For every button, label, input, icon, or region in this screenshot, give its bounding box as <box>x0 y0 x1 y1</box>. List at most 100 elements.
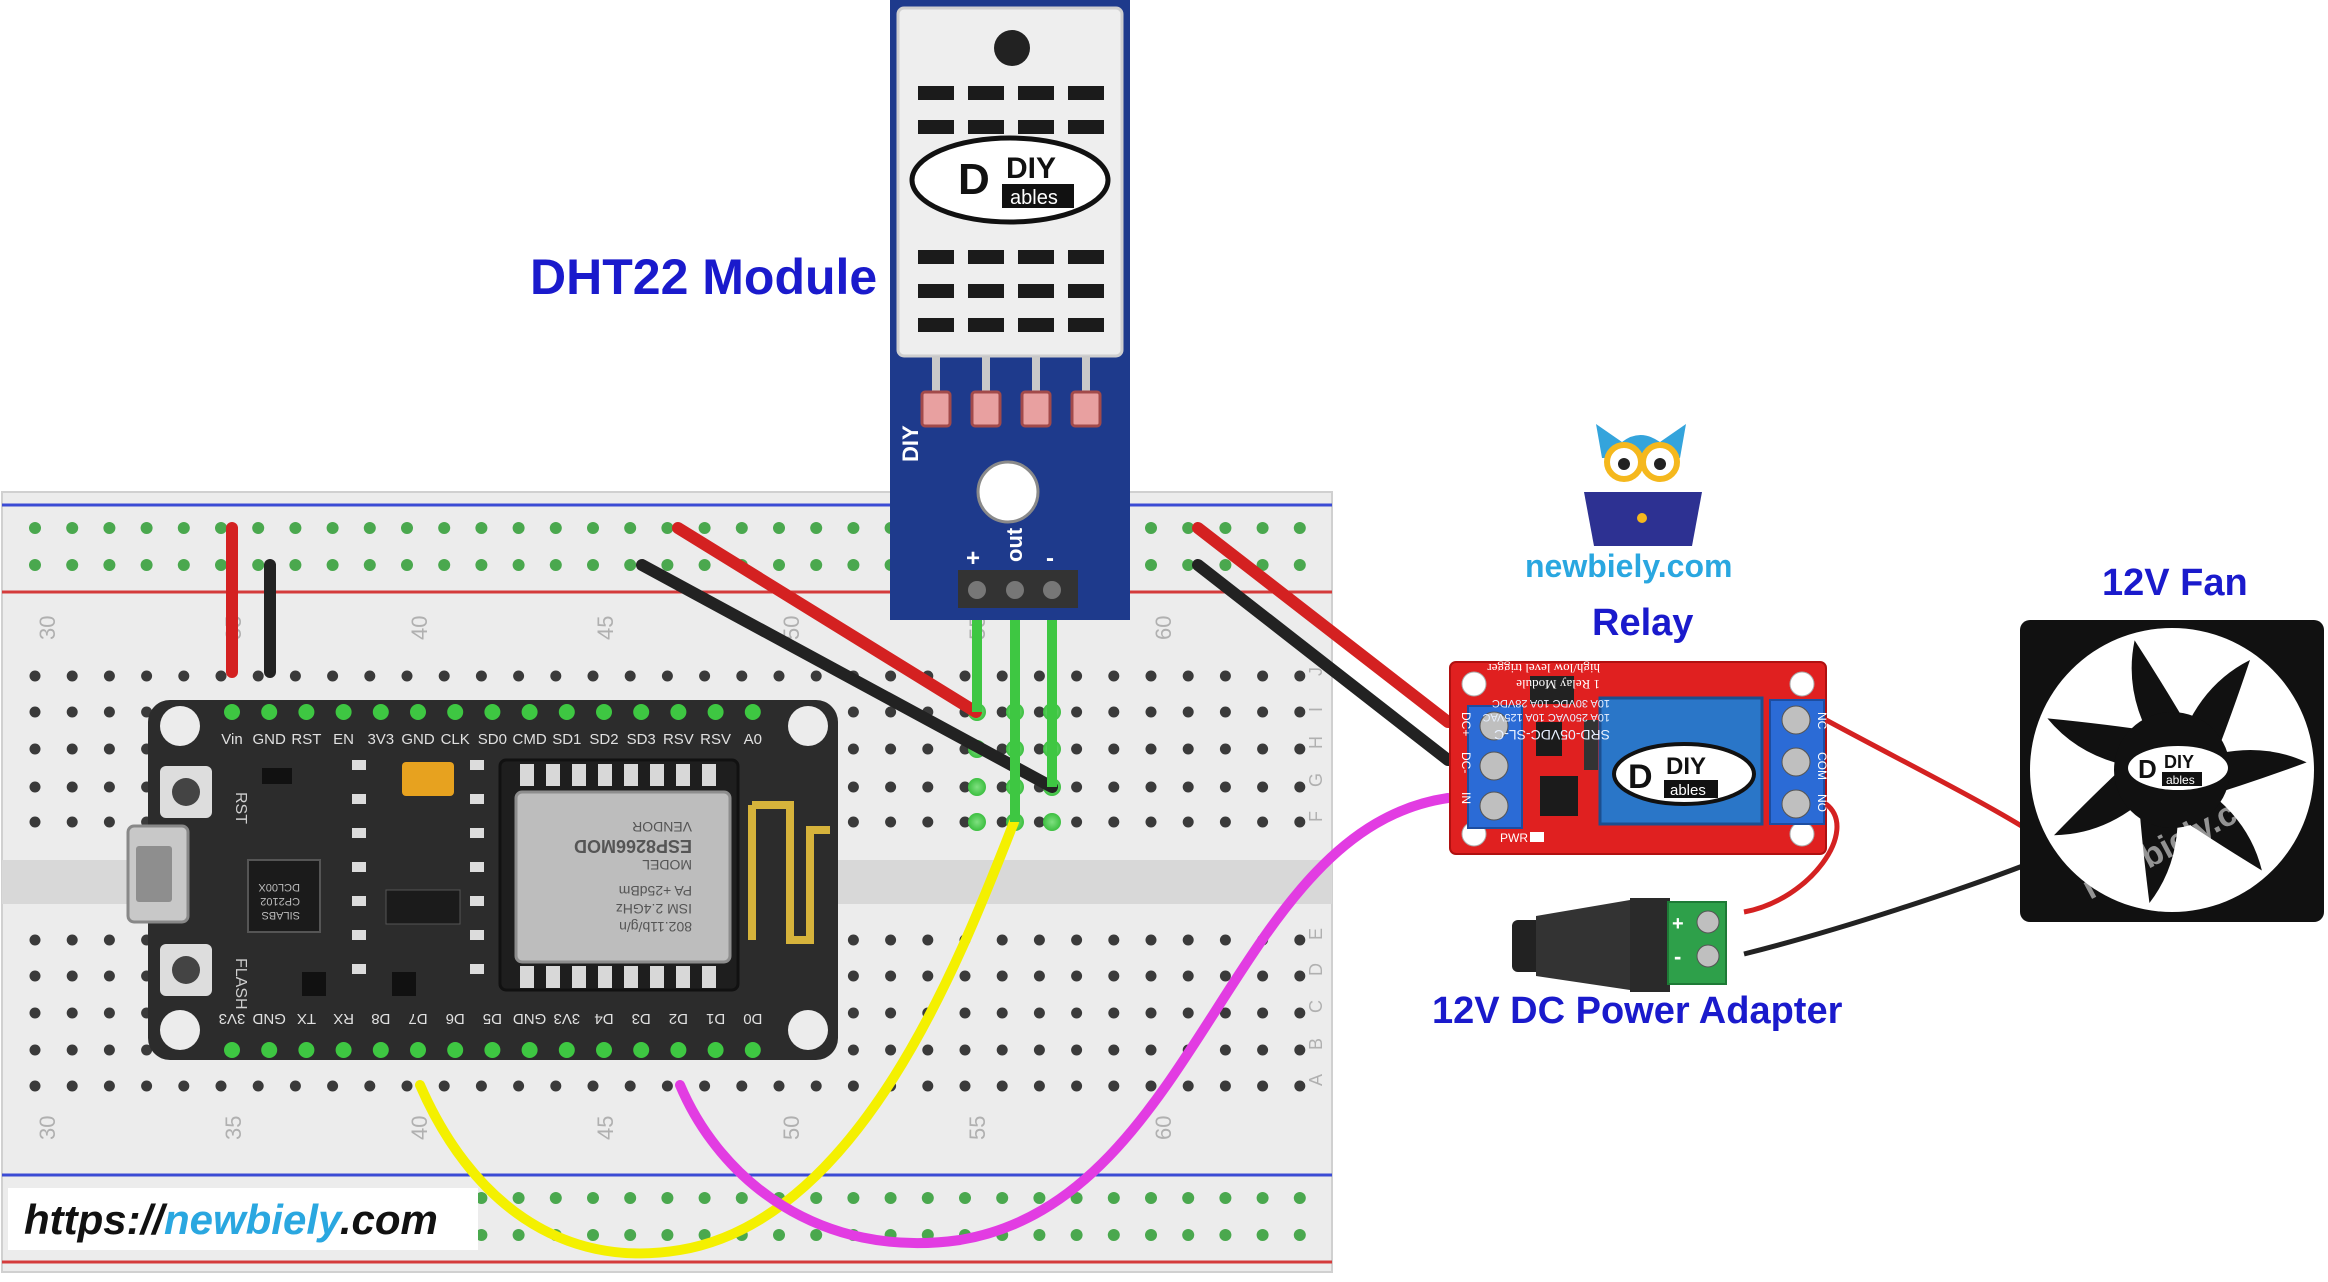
url-suffix: .com <box>339 1196 438 1243</box>
esp-top-pin-label: Vin <box>221 731 242 748</box>
vent-slot <box>1018 250 1054 264</box>
breadboard-hole <box>66 934 78 946</box>
wire-black-adapter-to-fan <box>1743 861 2029 957</box>
rail-hole <box>773 522 785 534</box>
esp-pin <box>670 1042 687 1058</box>
dc-power-adapter: + - <box>1512 898 1727 992</box>
breadboard-hole <box>1294 816 1306 828</box>
breadboard-hole <box>178 670 190 682</box>
esp-pin <box>224 1042 240 1058</box>
breadboard-hole <box>1108 934 1120 946</box>
breadboard-hole <box>1294 670 1306 682</box>
breadboard-hole <box>178 1080 190 1092</box>
vent-slot <box>918 120 954 134</box>
wire-black-relay-gnd <box>1192 559 1454 766</box>
usb-chip-text: DCL00X <box>258 881 300 893</box>
esp-pin <box>744 1042 761 1058</box>
breadboard-hole <box>1182 1007 1194 1019</box>
esp-pin <box>372 1042 389 1058</box>
esp-pin <box>372 704 389 720</box>
rail-hole <box>773 1229 785 1241</box>
sensor-pad <box>1070 390 1102 428</box>
breadboard-hole <box>1294 743 1306 755</box>
terminal-screw <box>1479 751 1509 781</box>
esp-pin <box>447 1042 464 1058</box>
breadboard-hole <box>885 816 897 828</box>
breadboard-hole <box>66 743 78 755</box>
sensor-pin <box>1082 356 1090 392</box>
esp-pin <box>261 704 278 720</box>
dht22-pin-label-minus: - <box>1046 545 1054 572</box>
wire-red-relay-power <box>1192 522 1454 728</box>
rail-hole <box>1033 1192 1046 1204</box>
relay-board-subtitle: high/low level trigger <box>1487 661 1600 676</box>
relay-right-label: NC <box>1815 712 1829 730</box>
rail-hole <box>401 522 413 534</box>
esp-bottom-pin-label: GND <box>252 1010 286 1027</box>
rail-hole <box>587 1229 599 1241</box>
rail-hole <box>1219 1229 1232 1241</box>
rail-hole <box>587 559 599 571</box>
smd-resistor <box>352 760 366 770</box>
breadboard-hole <box>1145 1007 1157 1019</box>
owl-pupil <box>1618 458 1630 470</box>
url-link[interactable]: https://newbiely.com <box>24 1196 438 1244</box>
terminal-screw <box>1479 711 1509 741</box>
esp-pin <box>335 704 352 720</box>
breadboard-hole <box>1294 934 1306 946</box>
column-number: 40 <box>407 616 432 640</box>
column-number: 35 <box>221 1116 246 1140</box>
dht22-board-hole <box>976 460 1040 524</box>
rail-hole <box>698 522 711 534</box>
breadboard-hole <box>29 781 41 793</box>
breadboard-hole <box>327 1080 339 1092</box>
breadboard-hole <box>587 670 599 682</box>
rail-hole <box>438 559 451 571</box>
column-number: 55 <box>965 1116 990 1140</box>
relay-mount-hole <box>1461 671 1487 697</box>
row-letter: F <box>1306 811 1326 822</box>
breadboard-hole <box>1219 706 1231 718</box>
esp-bottom-pin-label: D5 <box>483 1010 502 1027</box>
breadboard-hole <box>810 1080 822 1092</box>
esp-top-pin-label: CLK <box>441 731 470 748</box>
dht22-vents <box>918 86 1104 332</box>
breadboard-hole <box>587 1080 599 1092</box>
breadboard-hole <box>289 1080 301 1092</box>
smd-resistor <box>470 964 484 974</box>
castellation <box>520 764 534 786</box>
usb-chip-text: CP2102 <box>260 895 300 907</box>
logo-band <box>1664 780 1718 798</box>
breadboard-hole <box>847 816 859 828</box>
breadboard-hole <box>141 670 153 682</box>
row-letter: G <box>1306 773 1326 787</box>
url-name: newbiely <box>163 1196 340 1243</box>
vent-slot <box>918 318 954 332</box>
esp-pin <box>670 704 687 720</box>
flash-button-cap <box>172 956 200 984</box>
rail-hole <box>1293 522 1306 534</box>
rst-button-label: RST <box>232 792 249 824</box>
logo-band <box>2162 772 2202 786</box>
smd-component <box>302 972 326 996</box>
rail-hole <box>1145 559 1157 571</box>
wire-red-no-to-adapter <box>1743 802 1840 915</box>
castellation <box>520 966 534 988</box>
breadboard-hole <box>1071 970 1083 982</box>
breadboard-hole <box>661 1080 673 1092</box>
breadboard-hole <box>1108 970 1120 982</box>
terminal-screw <box>1781 747 1811 777</box>
relay-pwr-led <box>1530 832 1544 842</box>
vent-slot <box>1018 86 1054 100</box>
castellation <box>650 764 664 786</box>
breadboard-hole <box>1182 743 1194 755</box>
rail-hole <box>1256 1229 1269 1241</box>
sensor-pin <box>982 356 990 392</box>
esp12-text-line: ISM 2.4GHz <box>616 901 692 917</box>
rail-hole <box>1145 522 1157 534</box>
breadboard-hole <box>773 670 785 682</box>
vent-slot <box>1018 318 1054 332</box>
rail-hole <box>1107 1192 1120 1204</box>
breadboard-hole <box>847 1007 859 1019</box>
breadboard-hole <box>66 670 78 682</box>
